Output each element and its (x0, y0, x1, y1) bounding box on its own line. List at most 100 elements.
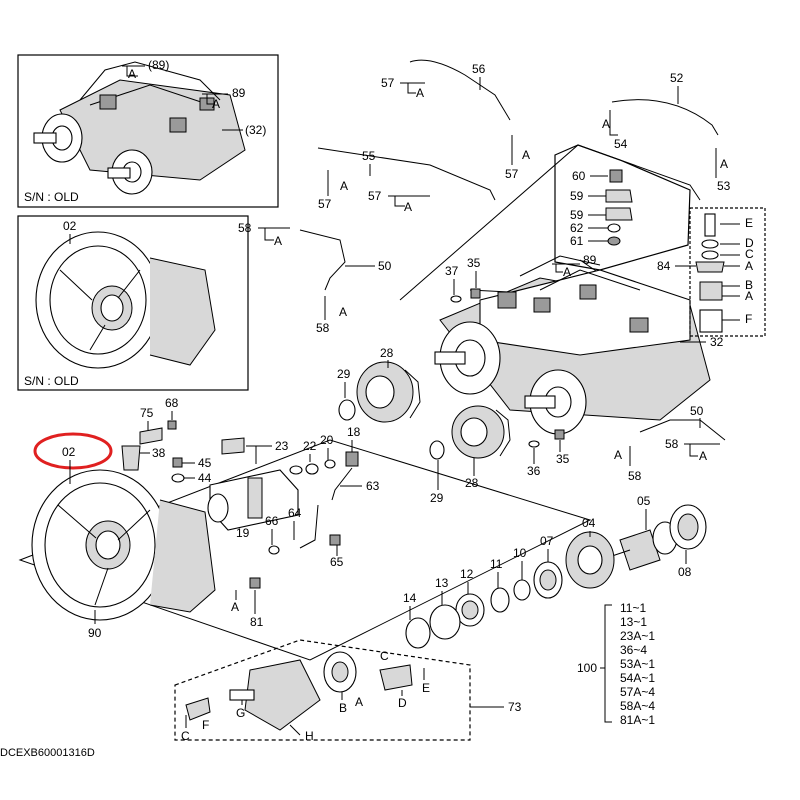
main-pump-drawing (399, 144, 711, 435)
callout-32-paren: (32) (245, 123, 266, 137)
callout-12: 12 (460, 567, 474, 581)
callout-60: 60 (572, 169, 586, 183)
bracket-parts-box (554, 144, 691, 271)
inset-box-old-pump (17, 54, 279, 208)
callout-29b: 29 (430, 491, 444, 505)
callout-13: 13 (435, 576, 449, 590)
callout-66: 66 (265, 514, 279, 528)
letter-a-58d: A (614, 448, 622, 462)
callout-02-inset: 02 (63, 219, 77, 233)
coupling-drawing (185, 651, 413, 731)
letter-e-kit: E (745, 216, 753, 230)
kit-list-item: 13~1 (620, 615, 647, 629)
letter-a-inset2: A (212, 97, 220, 111)
callout-02-main: 02 (62, 445, 76, 459)
callout-57d: 57 (368, 189, 382, 203)
bearing-08 (669, 504, 707, 550)
letter-a-58b: A (339, 305, 347, 319)
callout-50b: 50 (690, 404, 704, 418)
kit-list-bracket (600, 604, 612, 723)
letter-c-coupling: C (380, 649, 389, 663)
callout-55: 55 (362, 149, 376, 163)
letter-g-coupling: G (236, 706, 245, 720)
callout-57a: 57 (381, 76, 395, 90)
callout-62: 62 (570, 221, 584, 235)
letter-a-kit2: A (745, 289, 753, 303)
letter-c-kit: C (745, 247, 754, 261)
highlight-circle-02 (33, 432, 113, 470)
letter-a-52: A (602, 117, 610, 131)
callout-89-paren: (89) (148, 58, 169, 72)
letter-a-coupling: A (355, 695, 363, 709)
callout-56: 56 (472, 62, 486, 76)
ring-10 (513, 579, 531, 601)
letter-a-inset: A (128, 67, 136, 81)
callout-19: 19 (236, 526, 250, 540)
callout-45: 45 (198, 456, 212, 470)
letter-f-coupling: F (202, 718, 209, 732)
letter-a-55: A (340, 179, 348, 193)
letter-d-coupling: D (398, 696, 407, 710)
callout-14: 14 (403, 591, 417, 605)
callout-57c: 57 (318, 197, 332, 211)
letter-a-kit: A (745, 259, 753, 273)
callout-57b: 57 (505, 167, 519, 181)
callout-22: 22 (303, 439, 317, 453)
seal-12 (455, 593, 485, 627)
letter-a-56: A (416, 86, 424, 100)
inset-housing-drawing (35, 231, 216, 369)
ring-14 (405, 617, 431, 649)
letter-f-kit: F (745, 312, 752, 326)
callout-81: 81 (250, 615, 264, 629)
callout-63: 63 (366, 479, 380, 493)
gear-28-lower (451, 405, 511, 459)
letter-a-57b: A (522, 148, 530, 162)
letter-c-coupling2: C (181, 729, 190, 743)
gear-04 (565, 531, 615, 589)
callout-89a: 89 (583, 253, 597, 267)
bolt-60 (609, 169, 623, 183)
callout-58a: 58 (238, 221, 252, 235)
bearing-07 (533, 561, 563, 599)
callout-04: 04 (582, 516, 596, 530)
kit-list-item: 36~4 (620, 643, 647, 657)
callout-28b: 28 (465, 476, 479, 490)
ring-11 (490, 587, 510, 613)
kit-list-item: 81A~1 (620, 713, 655, 727)
kit-list-item: 58A~4 (620, 699, 655, 713)
drawing-code: DCEXB60001316D (0, 747, 95, 759)
kit-list-item: 53A~1 (620, 657, 655, 671)
callout-35a: 35 (467, 256, 481, 270)
callout-28a: 28 (380, 346, 394, 360)
kit-list-item: 11~1 (620, 601, 646, 615)
kit-box-84 (689, 207, 766, 337)
letter-a-57d: A (404, 200, 412, 214)
kit-list: 11~113~123A~136~453A~154A~157A~458A~481A… (620, 601, 655, 727)
callout-05: 05 (637, 494, 651, 508)
letter-a-53: A (720, 157, 728, 171)
callout-64: 64 (288, 506, 302, 520)
callout-36b: 36 (527, 464, 541, 478)
letter-a-81: A (231, 600, 239, 614)
letter-h-coupling: H (305, 729, 314, 743)
letter-a-58a: A (274, 234, 282, 248)
kit-list-item: 57A~4 (620, 685, 655, 699)
inset-box-old-housing (17, 215, 249, 391)
callout-90: 90 (88, 626, 102, 640)
callout-23: 23 (275, 439, 289, 453)
callout-29a: 29 (337, 367, 351, 381)
callout-20: 20 (320, 433, 334, 447)
letter-e-coupling: E (422, 681, 430, 695)
sn-old-note-1: S/N : OLD (24, 190, 79, 204)
callout-44: 44 (198, 471, 212, 485)
callout-65: 65 (330, 555, 344, 569)
callout-11: 11 (490, 557, 503, 571)
callout-52: 52 (670, 71, 684, 85)
letter-a-89: A (563, 265, 571, 279)
inset-pump-drawing (33, 61, 246, 195)
callout-68: 68 (165, 396, 179, 410)
callout-53: 53 (717, 179, 731, 193)
callout-10: 10 (513, 546, 527, 560)
callout-58b: 58 (316, 321, 330, 335)
